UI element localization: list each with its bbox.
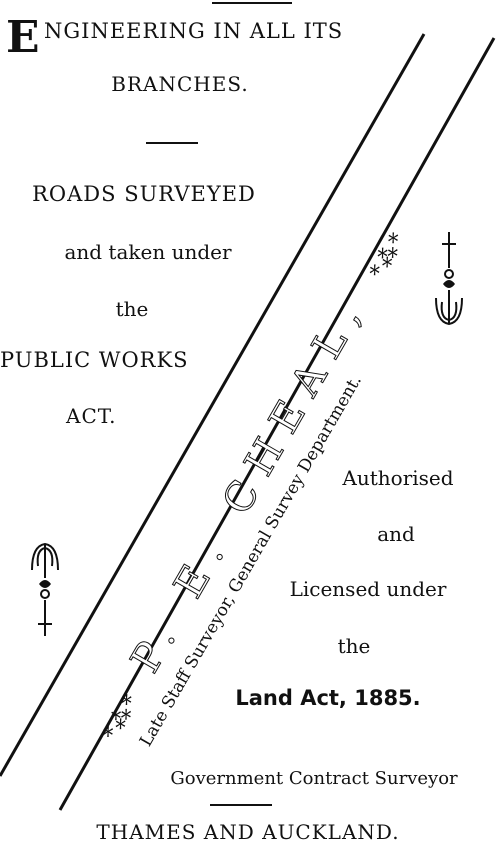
the-line-left: the [115, 297, 149, 321]
act-line: ACT. [66, 404, 117, 428]
top-rule [212, 2, 292, 4]
taken-under-line: and taken under [64, 240, 232, 264]
footer-rule [210, 804, 272, 806]
authorised-line: Authorised [342, 466, 454, 490]
top-ornament-icon [435, 232, 463, 326]
header-dropcap: E [6, 12, 40, 63]
header-line-2: BRANCHES. [111, 72, 249, 96]
land-act-line: Land Act, 1885. [235, 686, 421, 710]
band-line-lower [58, 37, 496, 811]
thames-auckland-line: THAMES AND AUCKLAND. [96, 820, 400, 844]
roads-surveyed-line: ROADS SURVEYED [32, 182, 256, 206]
contract-surveyor-line: Government Contract Surveyor [170, 768, 458, 789]
the-line-right: the [337, 634, 371, 658]
band-line-upper [0, 33, 426, 777]
and-line: and [377, 522, 415, 546]
bottom-ornament-icon [31, 542, 59, 636]
licensed-under-line: Licensed under [289, 577, 447, 601]
header-line-1: NGINEERING IN ALL ITS [44, 19, 344, 43]
public-works-line: PUBLIC WORKS [0, 348, 189, 372]
section-rule [146, 142, 198, 144]
